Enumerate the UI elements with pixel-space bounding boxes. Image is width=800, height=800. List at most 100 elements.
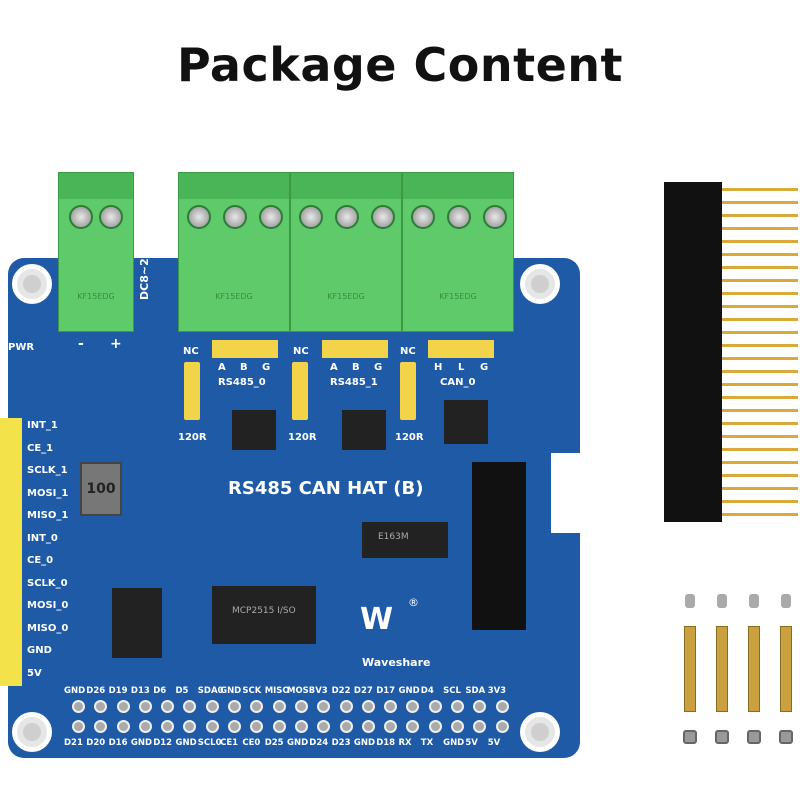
gpio-pin <box>205 700 219 713</box>
stacking-pin-header <box>664 182 722 522</box>
rs485-transceiver-chip <box>342 410 386 450</box>
rs485-1-terminal-block: KF15EDG <box>290 172 402 332</box>
mcp2515-chip <box>212 586 316 644</box>
nut-icon <box>779 730 793 744</box>
gpio-pin <box>72 700 85 713</box>
gpio-pin <box>138 700 152 713</box>
gpio-pin <box>473 700 487 713</box>
nut-icon <box>715 730 729 744</box>
side-header-label: INT_1 <box>27 420 58 431</box>
isolator-marking: E163M <box>378 532 409 542</box>
gpio-pin <box>339 700 353 713</box>
screw-icon <box>781 594 791 608</box>
gpio-pin <box>451 720 465 733</box>
gpio-pin <box>72 720 85 733</box>
gpio-pin <box>384 700 398 713</box>
board-name: RS485 CAN HAT (B) <box>228 478 424 499</box>
gpio-pin <box>228 720 242 733</box>
gpio-pin <box>183 720 197 733</box>
gpio-pin <box>161 700 175 713</box>
gpio-label: 3V3 <box>309 686 328 696</box>
power-terminal-block: KF15EDG <box>58 172 134 332</box>
stacking-pin-header-pins <box>722 188 798 518</box>
gpio-label: SCL0 <box>197 738 222 748</box>
gpio-label: D5 <box>175 686 189 696</box>
brass-standoff <box>684 626 696 712</box>
gpio-label: CE1 <box>220 738 239 748</box>
gpio-label: 5V <box>487 738 501 748</box>
gpio-label: GND <box>443 738 465 748</box>
polarity-minus: - <box>78 336 84 352</box>
gpio-label: GND <box>175 738 197 748</box>
side-header-label: CE_1 <box>27 442 54 454</box>
gpio-pin <box>250 720 264 733</box>
side-header-label: CE_0 <box>27 555 54 566</box>
screw-icon <box>717 594 727 608</box>
port2-120r-label: 120R <box>395 432 424 443</box>
gpio-pin <box>317 700 331 713</box>
gpio-label: SCK <box>242 686 262 696</box>
gpio-pin-row-top <box>72 700 509 713</box>
gpio-label: D4 <box>420 686 434 696</box>
gpio-label: SCL <box>443 686 461 696</box>
waveshare-logo-icon: W <box>360 602 394 637</box>
gpio-pin <box>116 700 130 713</box>
gpio-label: D24 <box>309 738 329 748</box>
port0-120r-label: 120R <box>178 432 207 443</box>
nut-icon <box>683 730 697 744</box>
side-header-label: MISO_1 <box>27 510 69 521</box>
gpio-pin <box>406 700 420 713</box>
gpio-pin <box>428 720 442 733</box>
port1-termination-jumper[interactable] <box>292 362 308 420</box>
port2-pin-l: L <box>458 362 465 373</box>
gpio-label: GND <box>220 686 242 696</box>
gpio-label: GND <box>398 686 420 696</box>
gpio-pin <box>451 700 465 713</box>
gpio-pin <box>94 720 108 733</box>
gpio-pin <box>428 700 442 713</box>
port1-pin-b: B <box>352 362 360 373</box>
side-header-label: MOSI_1 <box>27 487 69 499</box>
regulator-chip <box>112 588 162 658</box>
port2-pin-h: H <box>434 362 443 373</box>
gpio-pin <box>205 720 219 733</box>
gpio-pin <box>294 700 308 713</box>
gpio-pin <box>294 720 308 733</box>
can-transceiver-chip <box>444 400 488 444</box>
port0-nc-label: NC <box>183 346 199 357</box>
pwr-label: PWR <box>8 342 35 353</box>
port0-name: RS485_0 <box>218 377 266 388</box>
page-title: Package Content <box>176 38 624 92</box>
gpio-label: TX <box>420 738 434 748</box>
gpio-pin <box>116 720 130 733</box>
gpio-label: D19 <box>108 686 128 696</box>
port2-nc-label: NC <box>400 346 416 357</box>
port1-pin-a: A <box>330 362 338 373</box>
gpio-pin <box>495 700 509 713</box>
gpio-label: D18 <box>376 738 396 748</box>
rs485-transceiver-chip <box>232 410 276 450</box>
mcp2515-marking: MCP2515 I/SO <box>232 606 296 616</box>
gpio-pin <box>473 720 487 733</box>
gpio-label: MISO <box>264 686 290 696</box>
gpio-label: D6 <box>153 686 167 696</box>
nut-icon <box>747 730 761 744</box>
gpio-label: GND <box>353 738 376 748</box>
rs485-0-terminal-block: KF15EDG <box>178 172 290 332</box>
gpio-pin <box>94 700 108 713</box>
port0-termination-jumper[interactable] <box>184 362 200 420</box>
gpio-pin <box>339 720 353 733</box>
port1-nc-label: NC <box>293 346 309 357</box>
port0-pin-g: G <box>262 362 271 373</box>
gpio-pin <box>138 720 152 733</box>
brand-name: Waveshare <box>362 656 431 669</box>
gpio-label: D13 <box>130 686 150 696</box>
gpio-label: D17 <box>376 686 396 696</box>
mount-hole <box>520 712 560 752</box>
port2-termination-jumper[interactable] <box>400 362 416 420</box>
gpio-pin <box>183 700 197 713</box>
gpio-label: 3V3 <box>487 686 507 696</box>
screw-icon <box>749 594 759 608</box>
mount-hole <box>12 712 52 752</box>
side-header-label: MOSI_0 <box>27 600 69 611</box>
